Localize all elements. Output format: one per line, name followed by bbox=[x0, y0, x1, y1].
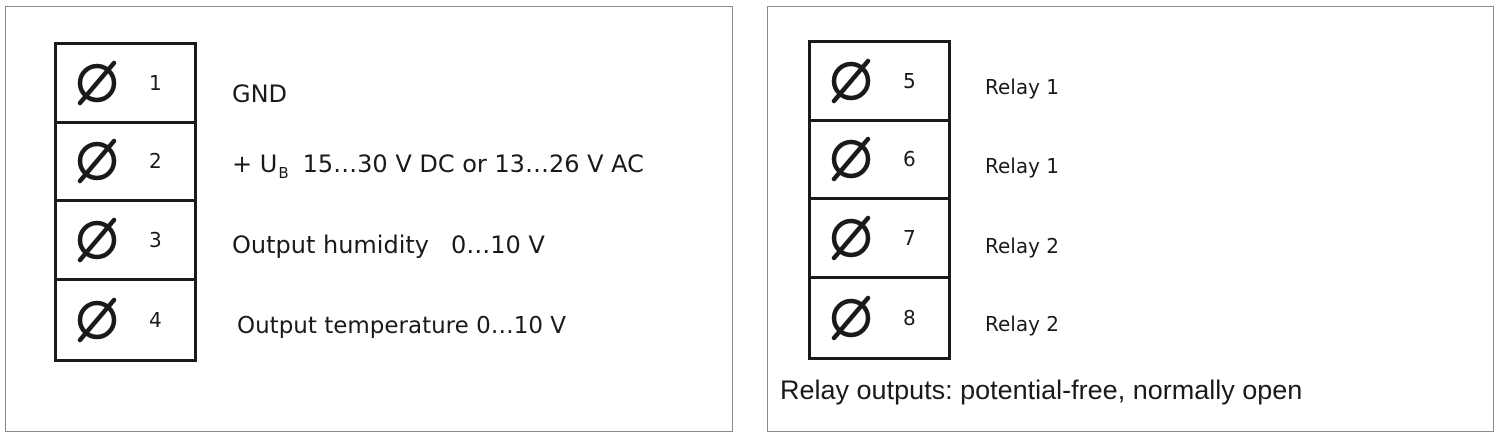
terminal-cell-6: 6 bbox=[811, 122, 948, 200]
terminal-block-right: 5 6 7 8 bbox=[808, 40, 951, 360]
humidity-label: Output humidity bbox=[232, 231, 429, 259]
label-text: GND bbox=[232, 80, 288, 108]
terminal-label-relay1-a: Relay 1 bbox=[985, 75, 1060, 99]
screw-terminal-icon bbox=[77, 60, 117, 105]
relay-caption: Relay outputs: potential-free, normally … bbox=[780, 375, 1303, 405]
supply-subscript: B bbox=[278, 164, 289, 182]
supply-range: 15…30 V DC or 13…26 V AC bbox=[302, 150, 644, 178]
pin-number: 5 bbox=[903, 68, 916, 93]
pin-number: 3 bbox=[149, 227, 162, 252]
pin-number: 1 bbox=[149, 70, 162, 95]
terminal-cell-4: 4 bbox=[57, 281, 194, 360]
humidity-range: 0…10 V bbox=[450, 231, 545, 259]
pin-number: 6 bbox=[903, 147, 916, 172]
screw-terminal-icon bbox=[77, 139, 117, 184]
terminal-cell-8: 8 bbox=[811, 279, 948, 358]
terminal-label-relay2-b: Relay 2 bbox=[985, 312, 1060, 336]
terminal-block-left: 1 2 3 4 bbox=[54, 42, 197, 362]
screw-terminal-icon bbox=[831, 137, 871, 182]
terminal-label-gnd: GND bbox=[232, 80, 287, 108]
terminal-label-supply: + UB 15…30 V DC or 13…26 V AC bbox=[232, 150, 644, 182]
pin-number: 7 bbox=[903, 225, 916, 250]
terminal-cell-3: 3 bbox=[57, 202, 194, 281]
supply-prefix: + U bbox=[232, 150, 278, 178]
terminal-label-humidity: Output humidity 0…10 V bbox=[232, 231, 545, 259]
terminal-cell-2: 2 bbox=[57, 124, 194, 202]
terminal-label-relay2-a: Relay 2 bbox=[985, 234, 1060, 258]
terminal-cell-5: 5 bbox=[811, 43, 948, 122]
terminal-label-temperature: Output temperature 0…10 V bbox=[237, 313, 566, 339]
pin-number: 8 bbox=[903, 305, 916, 330]
pin-number: 4 bbox=[149, 307, 162, 332]
right-terminal-panel: 5 6 7 8 Relay 1 Relay 1 Relay 2 Relay 2 bbox=[767, 6, 1494, 432]
terminal-cell-7: 7 bbox=[811, 200, 948, 279]
screw-terminal-icon bbox=[831, 58, 871, 103]
screw-terminal-icon bbox=[77, 217, 117, 262]
terminal-label-relay1-b: Relay 1 bbox=[985, 154, 1060, 178]
screw-terminal-icon bbox=[77, 297, 117, 342]
screw-terminal-icon bbox=[831, 215, 871, 260]
terminal-cell-1: 1 bbox=[57, 45, 194, 124]
temperature-label: Output temperature 0…10 V bbox=[237, 313, 567, 339]
screw-terminal-icon bbox=[831, 295, 871, 340]
pin-number: 2 bbox=[149, 149, 162, 174]
